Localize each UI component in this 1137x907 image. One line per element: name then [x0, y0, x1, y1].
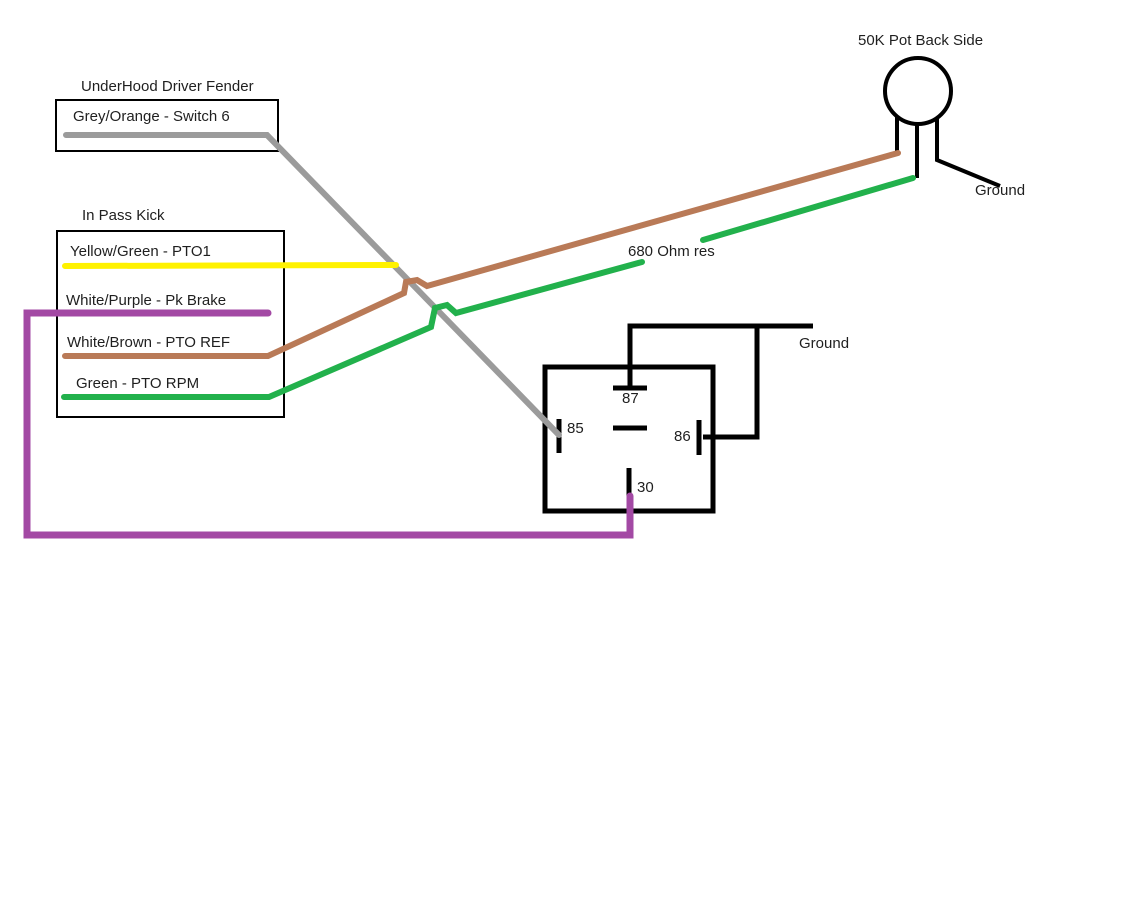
wire-label-white-purple-pk-brake: White/Purple - Pk Brake: [66, 292, 227, 309]
relay-terminal-87-label: 87: [622, 390, 639, 407]
brown-ptoref-wire: [62, 150, 901, 359]
relay-86-ground-branch-line: [703, 324, 760, 440]
wire-label-white-brown-pto-ref: White/Brown - PTO REF: [67, 334, 231, 351]
pass-kick-box-title: In Pass Kick: [82, 207, 165, 224]
in-pass-kick-box: [56, 230, 285, 418]
wire-label-yellow-green-pto1: Yellow/Green - PTO1: [70, 243, 211, 260]
green-ptorpm-wire-upper: [700, 175, 916, 243]
pot-circle: [883, 56, 953, 126]
purple-pkbrake-wire: [23, 309, 634, 539]
grey-switch6-wire: [63, 132, 562, 438]
relay-87-ground-line: [627, 323, 813, 388]
pot-title-label: 50K Pot Back Side: [858, 32, 984, 49]
relay-terminal-86-label: 86: [674, 428, 691, 445]
relay-terminal-30-label: 30: [637, 479, 654, 496]
underhood-driver-fender-box: [55, 99, 279, 152]
relay-ground-label: Ground: [799, 335, 850, 352]
underhood-box-title: UnderHood Driver Fender: [81, 78, 254, 95]
green-ptorpm-wire-lower: [61, 259, 645, 400]
pot-ground-label: Ground: [975, 182, 1026, 199]
wire-label-grey-orange-switch6: Grey/Orange - Switch 6: [73, 108, 230, 125]
wire-label-green-pto-rpm: Green - PTO RPM: [76, 375, 200, 392]
resistor-680ohm-label: 680 Ohm res: [628, 243, 715, 260]
relay-terminal-85-label: 85: [567, 420, 584, 437]
pot-leg-right-ground-line: [935, 117, 1001, 188]
yellow-pto1-wire: [62, 262, 399, 269]
